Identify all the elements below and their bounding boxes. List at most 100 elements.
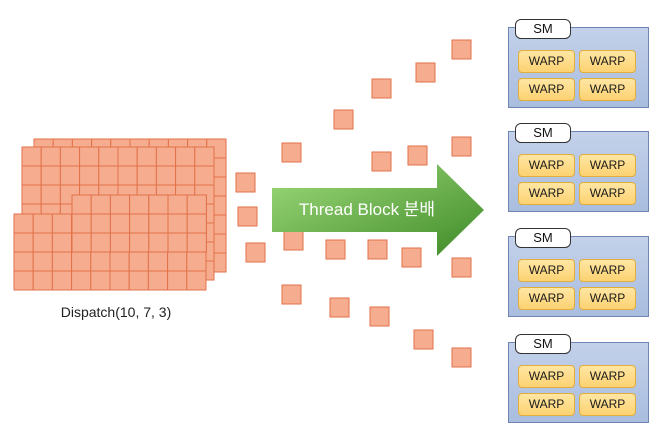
grid-cell	[186, 270, 207, 291]
thread-block	[451, 347, 472, 368]
warp-box: WARP	[579, 365, 636, 388]
thread-block	[371, 151, 392, 172]
grid-cell	[109, 232, 131, 253]
thread-block	[281, 142, 302, 163]
grid-cell	[90, 213, 111, 234]
thread-block	[369, 306, 390, 327]
thread-block	[283, 230, 304, 251]
grid-cell	[175, 146, 196, 167]
grid-cell	[147, 270, 169, 291]
grid-cell	[98, 165, 119, 186]
grid-cell	[90, 194, 111, 215]
sm-label: SM	[515, 123, 571, 143]
grid-cell	[175, 165, 196, 186]
thread-block	[401, 247, 422, 268]
grid-cell	[40, 146, 61, 167]
distribution-arrow	[272, 164, 484, 256]
arrow-label: Thread Block 분배	[298, 200, 436, 219]
grid-cell	[59, 165, 81, 186]
grid-cell	[147, 251, 169, 272]
grid-cell	[167, 232, 188, 253]
grid-cell	[98, 146, 119, 167]
grid-cell	[128, 270, 149, 291]
warp-box: WARP	[579, 287, 636, 310]
sm-label: SM	[515, 228, 571, 248]
sm-unit-3: SM WARP WARP WARP WARP	[508, 228, 649, 317]
grid-cell	[194, 165, 215, 186]
grid-cell	[59, 146, 81, 167]
warp-box: WARP	[579, 393, 636, 416]
sm-unit-4: SM WARP WARP WARP WARP	[508, 334, 649, 423]
warp-box: WARP	[579, 182, 636, 205]
warp-box: WARP	[579, 154, 636, 177]
grid-cell	[155, 165, 177, 186]
grid-cell	[71, 251, 92, 272]
sm-label: SM	[515, 334, 571, 354]
grid-cell	[186, 251, 207, 272]
thread-block	[413, 329, 434, 350]
thread-block	[451, 39, 472, 60]
thread-block	[407, 145, 428, 166]
grid-cell	[117, 146, 138, 167]
grid-cell	[51, 251, 73, 272]
grid-cell	[71, 213, 92, 234]
warp-box: WARP	[518, 182, 575, 205]
grid-cell	[71, 194, 92, 215]
thread-block	[333, 109, 354, 130]
grid-cell	[129, 194, 150, 215]
thread-block	[329, 297, 350, 318]
thread-block	[415, 62, 436, 83]
grid-cell	[109, 270, 130, 291]
warp-box: WARP	[518, 78, 575, 101]
grid-cell	[51, 270, 73, 291]
grid-cell	[90, 270, 111, 291]
grid-cell	[136, 165, 157, 186]
grid-caption: Dispatch(10, 7, 3)	[60, 304, 172, 320]
grid-layer-front-overlay	[71, 194, 207, 253]
grid-cell	[186, 232, 207, 253]
sm-label: SM	[515, 19, 571, 39]
grid-cell	[109, 194, 131, 215]
warp-box: WARP	[579, 259, 636, 282]
warp-box: WARP	[518, 259, 575, 282]
thread-block	[325, 239, 346, 260]
grid-cell	[40, 165, 61, 186]
warp-box: WARP	[579, 78, 636, 101]
warp-box: WARP	[518, 287, 575, 310]
grid-cell	[40, 184, 61, 205]
grid-cell	[167, 194, 188, 215]
grid-cell	[186, 213, 207, 234]
thread-block	[235, 172, 256, 193]
thread-block	[245, 242, 266, 263]
grid-cell	[79, 146, 100, 167]
grid-cell	[13, 251, 34, 272]
grid-cell	[109, 213, 131, 234]
grid-cell	[21, 146, 42, 167]
grid-cell	[90, 251, 111, 272]
grid-cell	[148, 194, 169, 215]
grid-cell	[148, 232, 169, 253]
grid-cell	[21, 165, 42, 186]
grid-cell	[71, 232, 92, 253]
grid-cell	[13, 213, 34, 234]
grid-cell	[32, 232, 53, 253]
grid-cell	[13, 232, 34, 253]
warp-box: WARP	[518, 50, 575, 73]
grid-cell	[32, 270, 53, 291]
grid-cell	[90, 232, 111, 253]
warp-box: WARP	[579, 50, 636, 73]
grid-cell	[167, 251, 188, 272]
thread-block	[237, 206, 258, 227]
grid-cell	[13, 270, 34, 291]
grid-cell	[51, 213, 73, 234]
grid-cell	[167, 213, 188, 234]
thread-block	[371, 78, 392, 99]
thread-block	[451, 257, 472, 278]
grid-cell	[136, 146, 157, 167]
thread-grid-stack	[13, 138, 227, 291]
grid-cell	[109, 251, 130, 272]
warp-box: WARP	[518, 365, 575, 388]
thread-block	[451, 136, 472, 157]
